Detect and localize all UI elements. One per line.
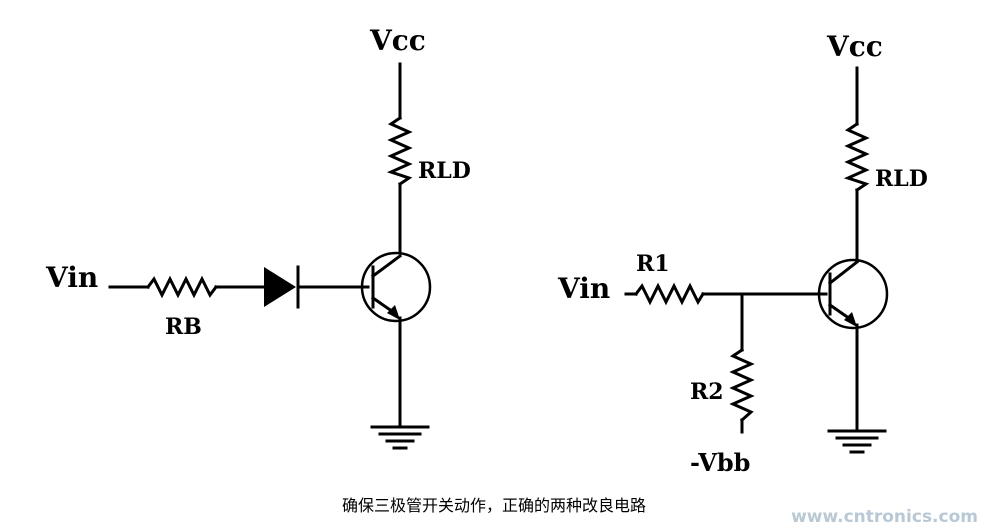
right-rld-resistor: [843, 121, 870, 193]
right-vin-label: Vin: [557, 272, 610, 305]
right-circuit: Vcc RLD Vin R1 R2 -Vbb: [557, 30, 928, 477]
right-rld-label: RLD: [875, 166, 928, 192]
left-rb-label: RB: [165, 314, 202, 340]
left-vin-label: Vin: [45, 261, 98, 294]
right-vbb-label: -Vbb: [690, 448, 750, 477]
right-emitter-arrow: [844, 312, 857, 327]
right-transistor: [817, 258, 889, 330]
left-rld-resistor: [386, 115, 413, 187]
right-ground-symbol: [827, 429, 887, 454]
left-diode-anode: [264, 267, 296, 307]
left-transistor: [360, 251, 432, 323]
right-transistor-body: [817, 258, 889, 330]
right-r1-label: R1: [636, 251, 670, 277]
left-transistor-collector-leg: [370, 253, 403, 279]
left-vcc-label: Vcc: [369, 24, 426, 57]
right-r2-label: R2: [690, 379, 724, 405]
right-r1-resistor: [633, 282, 706, 306]
left-emitter-arrow: [387, 305, 400, 320]
left-circuit: Vcc RLD Vin RB: [45, 24, 471, 450]
left-ground-symbol: [370, 425, 430, 450]
right-vcc-label: Vcc: [826, 30, 883, 63]
left-rb-resistor: [145, 275, 219, 299]
left-transistor-body: [360, 251, 432, 323]
figure-caption: 确保三极管开关动作，正确的两种改良电路: [342, 496, 646, 515]
watermark: www.cntronics.com: [791, 507, 978, 527]
left-rld-label: RLD: [418, 158, 471, 184]
right-transistor-collector-leg: [827, 259, 860, 286]
right-r2-resistor: [729, 347, 755, 423]
